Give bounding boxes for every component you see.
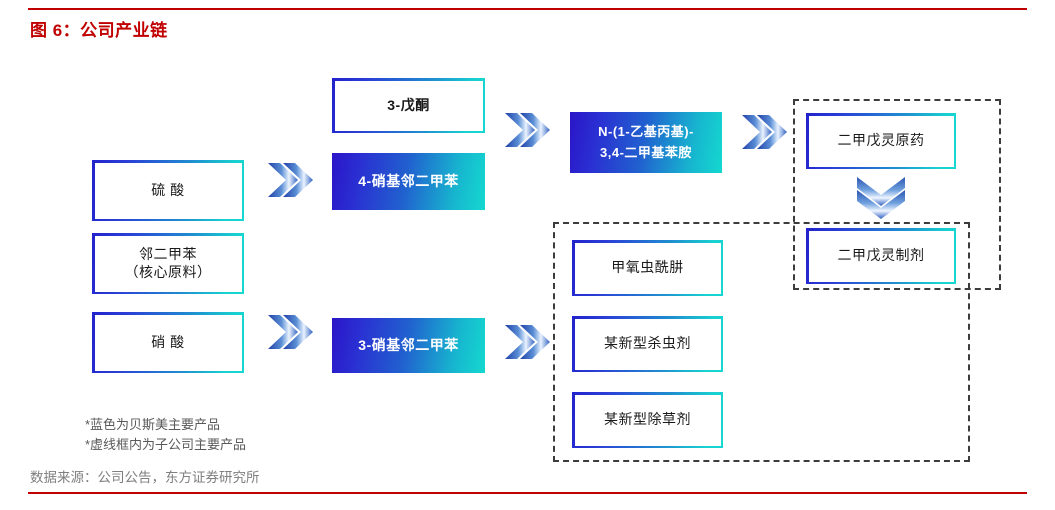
node-label: 甲氧虫酰肼	[574, 242, 721, 294]
node-label-line1: N-(1-乙基丙基)-	[598, 124, 694, 140]
double-chevron-right-icon	[505, 325, 550, 359]
arrow-nitric-to-nitroxylene	[266, 310, 314, 359]
node-label: 某新型杀虫剂	[574, 318, 721, 370]
node-ethylpropyl-dimethylaniline[interactable]: N-(1-乙基丙基)- 3,4-二甲基苯胺	[570, 112, 722, 173]
arrow-technical-to-formulation	[853, 175, 909, 224]
double-chevron-down-icon	[857, 177, 905, 219]
arrow-to-amine	[503, 108, 551, 157]
figure-notes: *蓝色为贝斯美主要产品 *虚线框内为子公司主要产品	[85, 415, 246, 454]
node-label: 某新型除草剂	[574, 394, 721, 446]
footer-rule	[28, 492, 1027, 494]
node-o-xylene[interactable]: 邻二甲苯 （核心原料）	[92, 233, 244, 294]
arrow-sulfuric-to-nitroxylene	[266, 158, 314, 207]
node-label-line2: 3,4-二甲基苯胺	[600, 144, 692, 160]
node-label-line2: （核心原料）	[124, 263, 212, 280]
node-label-group: 邻二甲苯 （核心原料）	[94, 235, 242, 292]
node-label: 4-硝基邻二甲苯	[358, 172, 459, 189]
node-new-herbicide[interactable]: 某新型除草剂	[572, 392, 723, 448]
node-label-group: N-(1-乙基丙基)- 3,4-二甲基苯胺	[598, 122, 694, 162]
note-line-1: *蓝色为贝斯美主要产品	[85, 417, 221, 432]
figure-title: 图 6：公司产业链	[30, 21, 168, 40]
node-sulfuric-acid[interactable]: 硫 酸	[92, 160, 244, 221]
node-3-pentanone[interactable]: 3-戊酮	[332, 78, 485, 133]
node-methoxyfenozide[interactable]: 甲氧虫酰肼	[572, 240, 723, 296]
double-chevron-right-icon	[268, 315, 313, 349]
subsidiary-frame-pendimethalin	[793, 99, 1001, 290]
subsidiary-frame-products	[553, 222, 970, 462]
figure-source: 数据来源：公司公告，东方证券研究所	[30, 470, 260, 485]
header-rule	[28, 8, 1027, 10]
node-label: 3-戊酮	[334, 80, 483, 131]
double-chevron-right-icon	[742, 115, 787, 149]
double-chevron-right-icon	[268, 163, 313, 197]
node-label: 二甲戊灵原药	[808, 115, 954, 167]
node-label: 硫 酸	[94, 162, 242, 219]
node-label: 二甲戊灵制剂	[808, 230, 954, 282]
double-chevron-right-icon	[505, 113, 550, 147]
arrow-to-subsidiary-products	[503, 320, 551, 369]
node-3-nitro-o-xylene[interactable]: 3-硝基邻二甲苯	[332, 318, 485, 373]
node-pendimethalin-formulation[interactable]: 二甲戊灵制剂	[806, 228, 956, 284]
arrow-to-pendimethalin	[740, 110, 788, 159]
node-label: 3-硝基邻二甲苯	[358, 336, 459, 353]
node-new-insecticide[interactable]: 某新型杀虫剂	[572, 316, 723, 372]
node-label-line1: 邻二甲苯	[139, 246, 197, 262]
node-pendimethalin-technical[interactable]: 二甲戊灵原药	[806, 113, 956, 169]
note-line-2: *虚线框内为子公司主要产品	[85, 436, 247, 452]
node-4-nitro-o-xylene[interactable]: 4-硝基邻二甲苯	[332, 153, 485, 210]
node-nitric-acid[interactable]: 硝 酸	[92, 312, 244, 373]
node-label: 硝 酸	[94, 314, 242, 371]
